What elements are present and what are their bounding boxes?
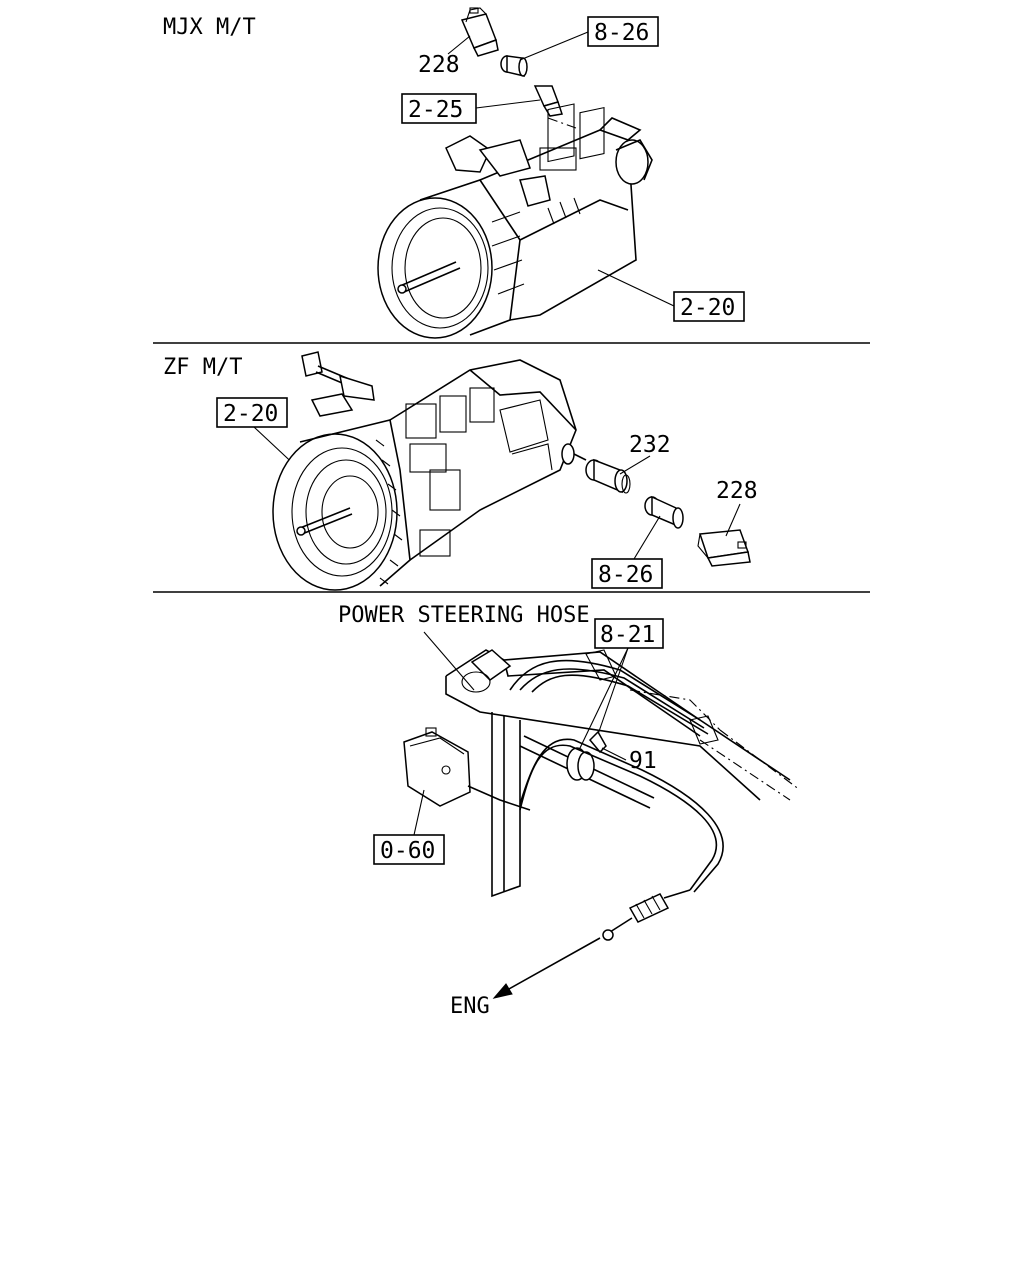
section-title-mjx: MJX M/T: [163, 15, 256, 40]
part-8-26-sensor-mjx: [500, 55, 528, 77]
callout-box-8-26-mjx: [587, 16, 659, 47]
part-232-adapter-zf: [585, 458, 631, 494]
callout-0-60: 0-60: [380, 838, 435, 864]
callout-box-8-21: [594, 618, 664, 649]
callout-8-21: 8-21: [600, 622, 655, 648]
callout-232-zf: 232: [629, 432, 671, 458]
part-228-clip-zf: [697, 529, 751, 567]
callout-2-20-mjx: 2-20: [680, 295, 735, 321]
callout-228-mjx: 228: [418, 52, 460, 78]
part-8-26-sensor-zf: [644, 495, 684, 529]
section-zf: ZF M/T 2-20: [163, 351, 758, 591]
section-mjx: MJX M/T 228 8-26 2-25: [163, 7, 745, 339]
callout-8-26-mjx: 8-26: [594, 20, 649, 46]
frame-rails: [445, 649, 801, 898]
speedometer-cable: [519, 738, 724, 941]
callout-box-2-20-zf: [216, 397, 288, 428]
part-0-60-sensor: [403, 727, 531, 811]
callout-228-zf: 228: [716, 478, 758, 504]
eng-direction-arrow: [492, 937, 601, 999]
callout-box-8-26-zf: [591, 558, 663, 589]
label-eng: ENG: [450, 994, 490, 1019]
callout-box-2-25-mjx: [401, 93, 477, 124]
callout-box-0-60: [373, 834, 445, 865]
transmission-mjx: [377, 103, 653, 339]
part-91-clip: [566, 730, 607, 781]
callout-box-2-20-mjx: [673, 291, 745, 322]
section-title-zf: ZF M/T: [163, 355, 242, 380]
callout-2-20-zf: 2-20: [223, 401, 278, 427]
label-power-steering-hose: POWER STEERING HOSE: [338, 603, 590, 628]
callout-8-26-zf: 8-26: [598, 562, 653, 588]
part-228-clip-mjx: [460, 7, 499, 57]
callout-2-25-mjx: 2-25: [408, 97, 463, 123]
section-cable: POWER STEERING HOSE 8-21: [338, 603, 801, 1019]
transmission-zf: [272, 351, 587, 591]
